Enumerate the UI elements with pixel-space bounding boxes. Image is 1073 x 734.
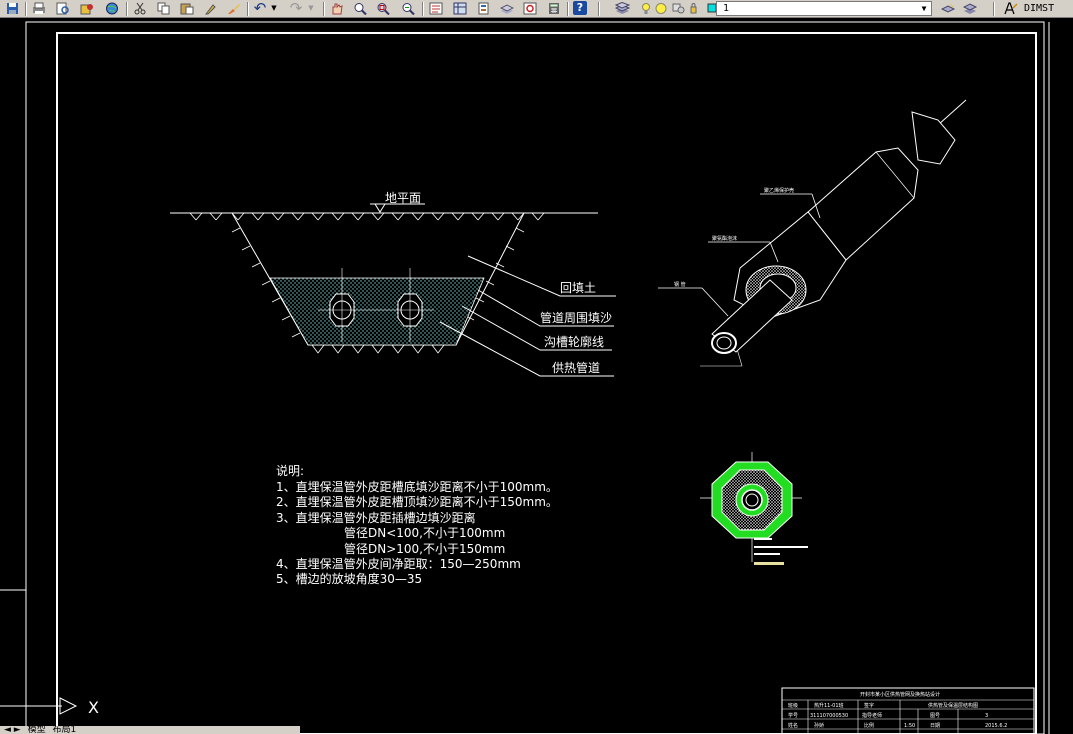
heating-pipe-label: 供热管道	[552, 360, 600, 375]
title-project: 开封市某小区供热管网及换热站设计	[860, 691, 940, 698]
trench-section: 地平面 回填土 管道周围填沙 沟槽轮廓线 供热管道	[170, 191, 616, 377]
dimstyle-label[interactable]: DIMST	[1024, 3, 1055, 14]
properties-icon[interactable]	[428, 1, 444, 16]
markup-icon[interactable]	[522, 1, 538, 16]
notes-block: 说明: 1、直埋保温管外皮距槽底填沙距离不小于100mm。 2、直埋保温管外皮距…	[276, 463, 558, 586]
pan-icon[interactable]	[329, 1, 345, 16]
title-cell: 2015.6.2	[985, 723, 1007, 729]
layer-on-icon[interactable]	[638, 1, 654, 16]
text-style-icon[interactable]	[1002, 1, 1018, 16]
standard-toolbar: ↶ ▼ ↷ ▼ ?	[0, 0, 1073, 18]
title-cell: 学号	[788, 712, 798, 719]
copy-icon[interactable]	[156, 1, 172, 16]
tool-palette-icon[interactable]	[476, 1, 492, 16]
ucs-icon: X	[0, 697, 99, 717]
layers-icon[interactable]	[614, 1, 630, 16]
layer-previous-icon[interactable]	[962, 1, 978, 16]
note-line: 4、直埋保温管外皮间净距取：150—250mm	[276, 556, 521, 571]
sheet-border-inner	[56, 32, 1037, 734]
pipe-cross-section	[700, 452, 808, 565]
pipe-isometric: 聚乙烯保护壳 聚氨酯泡沫 钢 管	[658, 99, 967, 367]
title-cell: 姓名	[788, 722, 798, 729]
note-line: 3、直埋保温管外皮距插槽边填沙距离	[276, 510, 476, 525]
title-cell: 日期	[930, 723, 940, 729]
make-current-layer-icon[interactable]	[940, 1, 956, 16]
drawing-svg: 地平面 回填土 管道周围填沙 沟槽轮廓线 供热管道	[0, 21, 1050, 734]
redo-dropdown-icon[interactable]: ▼	[308, 4, 314, 12]
publish-icon[interactable]	[79, 1, 95, 16]
title-cell: 孙娇	[814, 722, 824, 729]
layer-freeze-icon[interactable]	[653, 1, 669, 16]
zoom-previous-icon[interactable]	[400, 1, 416, 16]
outer-sheath-label: 聚乙烯保护壳	[764, 187, 794, 194]
note-line: 1、直埋保温管外皮距槽底填沙距离不小于100mm。	[276, 479, 558, 494]
backfill-label: 回填土	[560, 281, 596, 295]
sheet-border-outer	[25, 21, 1045, 734]
title-cell: 图号	[930, 713, 940, 719]
undo-dropdown-icon[interactable]: ▼	[271, 4, 277, 12]
title-drawing-name: 供热管及保温层结构图	[928, 702, 978, 709]
paste-icon[interactable]	[179, 1, 195, 16]
title-cell: 1:50	[904, 723, 915, 729]
title-block: 开封市某小区供热管网及换热站设计 班级 热升11-01班 签字 供热管及保温层结…	[781, 687, 1035, 734]
calculator-icon[interactable]	[546, 1, 562, 16]
steel-pipe-label: 钢 管	[674, 281, 686, 288]
help-icon[interactable]: ?	[573, 1, 587, 15]
redo-icon[interactable]: ↷	[289, 0, 303, 17]
brush-icon[interactable]	[226, 1, 242, 16]
sand-label: 管道周围填沙	[540, 310, 612, 325]
title-cell: 班级	[788, 702, 798, 709]
title-cell: 3	[985, 713, 988, 719]
title-cell: 比例	[864, 722, 874, 729]
tab-layout1[interactable]: 布局1	[52, 726, 77, 734]
sand-fill	[269, 277, 485, 346]
title-cell: 热升11-01班	[814, 702, 844, 709]
title-cell: 311107000530	[810, 713, 848, 719]
globe-icon[interactable]	[104, 1, 120, 16]
layer-plot-icon[interactable]	[688, 1, 704, 16]
match-prop-icon[interactable]	[203, 1, 219, 16]
layer-lock-icon[interactable]	[670, 1, 686, 16]
drawing-canvas[interactable]: 地平面 回填土 管道周围填沙 沟槽轮廓线 供热管道	[0, 18, 1073, 734]
tab-model[interactable]: 模型	[27, 726, 46, 734]
undo-icon[interactable]: ↶	[253, 0, 267, 17]
layer-dropdown[interactable]: 1 ▼	[716, 1, 932, 16]
ground-label: 地平面	[385, 191, 421, 205]
note-line: 2、直埋保温管外皮距槽顶填沙距离不小于150mm。	[276, 494, 558, 509]
tab-nav-icon[interactable]: ◄ ►	[4, 726, 21, 734]
insulation-label: 聚氨酯泡沫	[712, 235, 737, 242]
preview-icon[interactable]	[55, 1, 71, 16]
save-icon[interactable]	[4, 1, 20, 16]
trench-outline-label: 沟槽轮廓线	[544, 334, 604, 349]
zoom-realtime-icon[interactable]	[352, 1, 368, 16]
note-line: 5、槽边的放坡角度30—35	[276, 571, 422, 586]
note-line: 管径DN>100,不小于150mm	[344, 541, 505, 556]
chevron-down-icon[interactable]: ▼	[921, 4, 927, 13]
layout-tabs: ◄ ► 模型 布局1	[0, 726, 300, 734]
cut-icon[interactable]	[132, 1, 148, 16]
sheet-set-icon[interactable]	[499, 1, 515, 16]
design-center-icon[interactable]	[452, 1, 468, 16]
ucs-x-label: X	[88, 698, 99, 717]
title-cell: 指导老师	[862, 712, 882, 719]
title-cell: 签字	[864, 702, 874, 709]
note-heading: 说明:	[276, 463, 304, 478]
print-icon[interactable]	[31, 1, 47, 16]
zoom-window-icon[interactable]	[375, 1, 391, 16]
note-line: 管径DN<100,不小于100mm	[344, 525, 505, 540]
